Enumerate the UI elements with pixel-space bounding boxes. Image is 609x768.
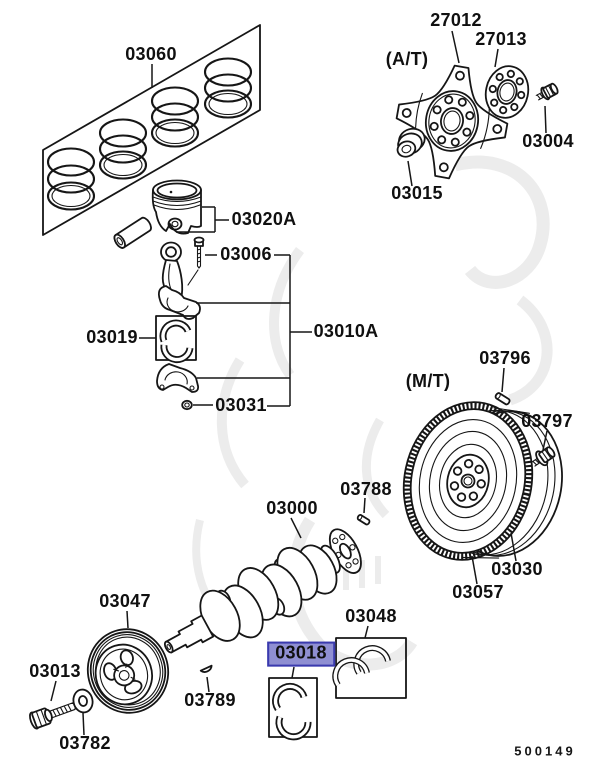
flywheel-drawing: [402, 401, 563, 561]
crankshaft-drawing: [163, 528, 362, 654]
part-label-03788[interactable]: 03788: [340, 479, 392, 500]
part-label-03015[interactable]: 03015: [391, 183, 443, 204]
part-label-03060[interactable]: 03060: [125, 44, 177, 65]
bolt-03797-drawing: [531, 446, 556, 467]
part-label-03782[interactable]: 03782: [59, 733, 111, 754]
thrust-washer-box-drawing: [332, 637, 407, 699]
diagram-code: 500149: [514, 743, 576, 759]
connecting-rod-drawing: [157, 241, 201, 320]
transmission-mt-tag: (M/T): [405, 371, 451, 392]
part-label-03047[interactable]: 03047: [99, 591, 151, 612]
rod-bearing-box-drawing: [155, 315, 197, 364]
bearing-cap-drawing: [156, 363, 200, 393]
part-label-27012[interactable]: 27012: [430, 10, 482, 31]
part-label-03010A[interactable]: 03010A: [313, 321, 379, 342]
bolt-03004-drawing: [535, 82, 559, 101]
part-label-03013[interactable]: 03013: [29, 661, 81, 682]
pin-03788-drawing: [356, 514, 371, 526]
part-label-03057[interactable]: 03057: [452, 582, 504, 603]
pulley-drawing: [86, 628, 170, 714]
piston-pin-drawing: [113, 216, 152, 249]
bolt-03013-drawing: [29, 702, 76, 730]
main-bearing-box-drawing: [268, 677, 318, 741]
washer-03782-drawing: [72, 688, 94, 714]
part-label-03019[interactable]: 03019: [86, 327, 138, 348]
bolt-03006-drawing: [193, 236, 205, 269]
part-label-03030[interactable]: 03030: [491, 559, 543, 580]
part-label-03020A[interactable]: 03020A: [231, 209, 297, 230]
part-label-03000[interactable]: 03000: [266, 498, 318, 519]
drive-plate-drawing: [395, 64, 509, 180]
transmission-at-tag: (A/T): [385, 49, 429, 70]
part-label-03031[interactable]: 03031: [215, 395, 267, 416]
pin-03796-drawing: [494, 392, 511, 406]
piston-drawing: [151, 179, 202, 235]
part-label-03006[interactable]: 03006: [220, 244, 272, 265]
part-label-27013[interactable]: 27013: [475, 29, 527, 50]
part-label-03018-highlighted[interactable]: 03018: [267, 641, 335, 667]
nut-03031-drawing: [181, 399, 193, 411]
part-label-03048[interactable]: 03048: [345, 606, 397, 627]
piston-ring-set-drawing: [42, 24, 261, 236]
leader-lines: [50, 30, 548, 736]
bushing-03015-drawing: [396, 127, 426, 158]
part-label-03796[interactable]: 03796: [479, 348, 531, 369]
adapter-plate-drawing: [484, 65, 530, 119]
part-label-03004[interactable]: 03004: [522, 131, 574, 152]
part-label-03797[interactable]: 03797: [521, 411, 573, 432]
key-03789-drawing: [199, 664, 213, 673]
part-label-03789[interactable]: 03789: [184, 690, 236, 711]
